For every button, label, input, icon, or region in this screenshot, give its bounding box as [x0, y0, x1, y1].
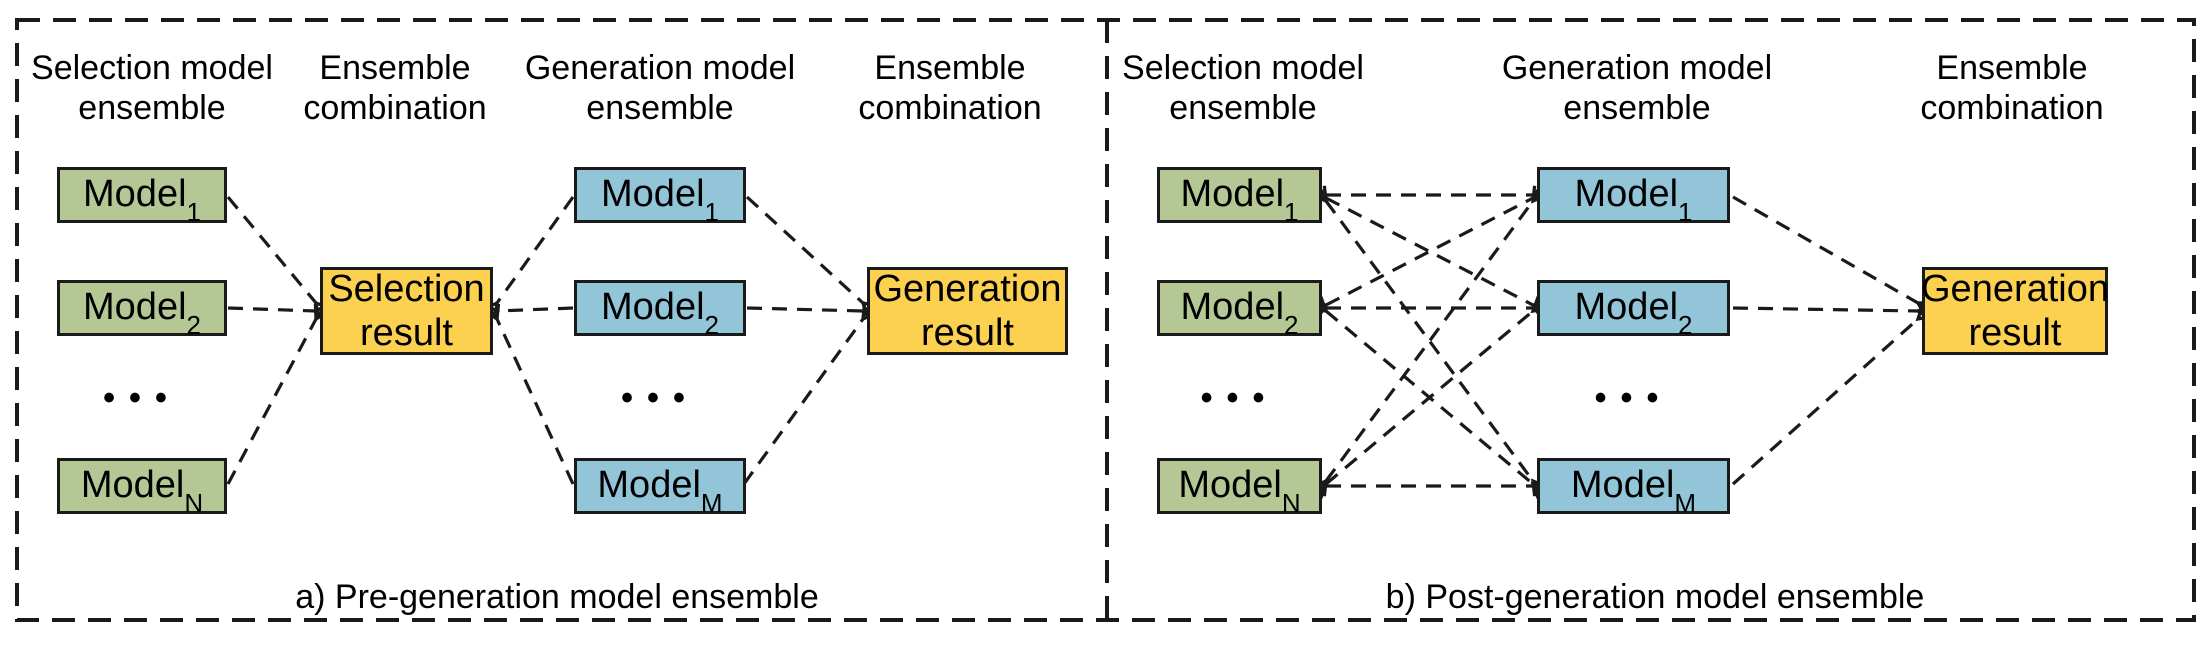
arrow-a-sel1-to-selection-result: [226, 195, 331, 319]
header-line: Generation model: [524, 49, 796, 87]
arrow-b-genM-to-generation-result: [1731, 303, 1934, 486]
model-subscript: N: [184, 487, 204, 518]
arrow-a-gen1-to-selection-result: [482, 196, 575, 319]
model-label: Model: [601, 286, 705, 329]
ellipsis-a-selection: •••: [103, 379, 181, 417]
model-subscript: M: [700, 487, 723, 518]
model-label: Model: [80, 464, 185, 507]
arrow-a-genM-to-selection-result: [483, 303, 575, 485]
model-label: Model: [1570, 464, 1675, 507]
header-line: ensemble: [1563, 89, 1711, 127]
model-subscript: 1: [704, 196, 719, 227]
header-line: Generation model: [1501, 49, 1773, 87]
header-a-ensemble-combination-1: Ensemble combination: [303, 48, 486, 128]
model-subscript: M: [1674, 487, 1697, 518]
header-line: Ensemble: [1936, 49, 2088, 87]
header-line: ensemble: [586, 89, 734, 127]
arrow-b-gen1-to-generation-result: [1732, 195, 1934, 318]
header-line: combination: [1920, 89, 2104, 127]
result-line: result: [1968, 312, 2062, 354]
header-b-generation-ensemble: Generation model ensemble: [1502, 48, 1772, 128]
ellipsis-b-selection: •••: [1200, 379, 1279, 417]
arrow-a-gen2-to-selection-result: [482, 302, 574, 321]
ellipsis-b-generation: •••: [1594, 379, 1673, 417]
box-a-selection-result: Selection result: [320, 267, 493, 355]
arrow-b-selN-gen2: [1310, 296, 1549, 499]
header-line: Ensemble: [319, 49, 471, 87]
model-subscript: 2: [186, 309, 201, 340]
model-label: Model: [83, 173, 187, 216]
caption-panel-a: a) Pre-generation model ensemble: [295, 578, 819, 616]
header-line: Selection model: [1122, 49, 1364, 87]
result-line: Generation: [873, 268, 1062, 310]
model-subscript: N: [1281, 487, 1301, 518]
model-subscript: 2: [1678, 309, 1693, 340]
model-label: Model: [1574, 173, 1679, 216]
box-b-generation-result: Generation result: [1921, 267, 2110, 355]
header-line: ensemble: [1169, 89, 1317, 127]
arrow-a-genM-to-generation-result: [742, 303, 878, 485]
header-a-ensemble-combination-2: Ensemble combination: [858, 48, 1041, 128]
model-subscript: 1: [1284, 196, 1299, 227]
model-subscript: 2: [704, 309, 719, 340]
arrow-a-gen2-to-generation-result: [746, 302, 878, 321]
arrow-a-sel2-to-selection-result: [227, 302, 331, 321]
model-subscript: 1: [1678, 196, 1693, 227]
model-label: Model: [601, 173, 705, 216]
header-line: Ensemble: [874, 49, 1026, 87]
caption-panel-b: b) Post-generation model ensemble: [1385, 578, 1925, 616]
model-label: Model: [1574, 286, 1679, 329]
model-label: Model: [1180, 173, 1285, 216]
ellipsis-a-generation: •••: [621, 379, 699, 417]
model-subscript: 2: [1284, 309, 1299, 340]
header-b-ensemble-combination: Ensemble combination: [1920, 48, 2103, 128]
header-b-selection-ensemble: Selection model ensemble: [1122, 48, 1364, 128]
header-line: combination: [303, 89, 487, 127]
arrow-a-selN-to-selection-result: [226, 303, 330, 485]
box-a-generation-result: Generation result: [867, 267, 1068, 355]
header-line: combination: [858, 89, 1042, 127]
result-line: result: [921, 312, 1014, 354]
result-line: Selection: [328, 268, 485, 310]
arrow-a-gen1-to-generation-result: [745, 195, 879, 319]
header-a-selection-ensemble: Selection model ensemble: [31, 48, 273, 128]
header-a-generation-ensemble: Generation model ensemble: [525, 48, 795, 128]
arrow-b-gen2-to-generation-result: [1732, 302, 1933, 321]
header-line: Selection model: [31, 49, 273, 87]
result-line: Generation: [1921, 268, 2110, 310]
model-label: Model: [1180, 286, 1285, 329]
result-line: result: [360, 312, 453, 354]
model-subscript: 1: [186, 196, 201, 227]
model-label: Model: [1178, 464, 1282, 507]
model-label: Model: [83, 286, 187, 329]
header-line: ensemble: [78, 89, 226, 127]
model-label: Model: [597, 464, 701, 507]
